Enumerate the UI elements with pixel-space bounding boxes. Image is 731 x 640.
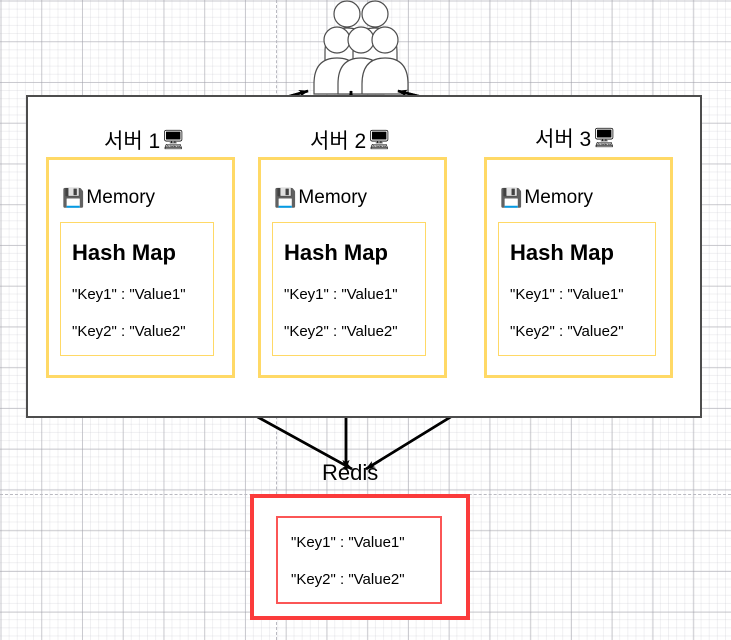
redis-entry: "Key2" : "Value2" [291, 571, 405, 588]
memory-label-3: Memory [524, 187, 594, 208]
hashmap-entry: "Key1" : "Value1" [284, 286, 398, 303]
hashmap-entry: "Key2" : "Value2" [72, 323, 186, 340]
floppy-disk-icon: 💾 [62, 188, 85, 208]
redis-box: "Key1" : "Value1" "Key2" : "Value2" [250, 494, 470, 620]
server-label-3: 서버 3 🖥 [535, 123, 616, 153]
server-label-text-2: 서버 2 [310, 130, 367, 153]
hashmap-title-1: Hash Map [72, 240, 176, 265]
hashmap-entry: "Key1" : "Value1" [72, 286, 186, 303]
floppy-disk-icon: 💾 [500, 188, 523, 208]
hashmap-entry: "Key2" : "Value2" [284, 323, 398, 340]
memory-box-server-1: 💾 Memory Hash Map "Key1" : "Value1" "Key… [46, 157, 235, 378]
redis-label: Redis [322, 460, 379, 485]
memory-header-2: 💾 Memory [274, 187, 367, 209]
memory-header-1: 💾 Memory [62, 187, 155, 209]
desktop-computer-icon: 🖥 [592, 127, 617, 149]
users-group-icon [313, 0, 409, 95]
server-label-2: 서버 2 🖥 [310, 125, 391, 155]
desktop-computer-icon: 🖥 [367, 129, 392, 151]
hashmap-entry: "Key1" : "Value1" [510, 286, 624, 303]
redis-entry: "Key1" : "Value1" [291, 534, 405, 551]
desktop-computer-icon: 🖥 [161, 129, 186, 151]
hashmap-entry: "Key2" : "Value2" [510, 323, 624, 340]
hashmap-title-3: Hash Map [510, 240, 614, 265]
server-label-text-1: 서버 1 [104, 130, 161, 153]
hashmap-box-server-2: Hash Map "Key1" : "Value1" "Key2" : "Val… [272, 222, 426, 356]
server-label-text-3: 서버 3 [535, 128, 592, 151]
floppy-disk-icon: 💾 [274, 188, 297, 208]
memory-label-1: Memory [86, 187, 156, 208]
redis-inner-box: "Key1" : "Value1" "Key2" : "Value2" [276, 516, 442, 604]
memory-box-server-3: 💾 Memory Hash Map "Key1" : "Value1" "Key… [484, 157, 673, 378]
memory-label-2: Memory [298, 187, 368, 208]
memory-box-server-2: 💾 Memory Hash Map "Key1" : "Value1" "Key… [258, 157, 447, 378]
hashmap-box-server-3: Hash Map "Key1" : "Value1" "Key2" : "Val… [498, 222, 656, 356]
hashmap-title-2: Hash Map [284, 240, 388, 265]
memory-header-3: 💾 Memory [500, 187, 593, 209]
server-label-1: 서버 1 🖥 [104, 125, 185, 155]
hashmap-box-server-1: Hash Map "Key1" : "Value1" "Key2" : "Val… [60, 222, 214, 356]
